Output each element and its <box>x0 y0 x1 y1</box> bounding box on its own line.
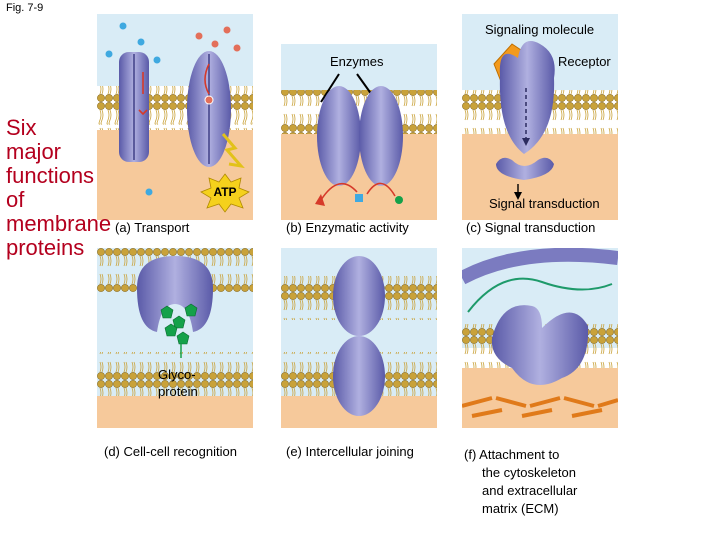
title-line: major <box>6 140 111 164</box>
transport-illustration: ATP <box>97 14 253 220</box>
substrate-square <box>355 194 363 202</box>
title-line: membrane <box>6 212 111 236</box>
panel-enzymatic <box>281 44 437 220</box>
product-molecule <box>395 196 403 204</box>
title-line: Six <box>6 116 111 140</box>
panel-signal <box>462 14 618 220</box>
title-line: proteins <box>6 236 111 260</box>
panel-transport: ATP <box>97 14 253 220</box>
atp-label: ATP <box>213 185 236 199</box>
signal-transduction-inner-label: Signal transduction <box>489 196 600 211</box>
signaling-molecule-label: Signaling molecule <box>485 22 594 37</box>
caption-attachment-line3: and extracellular <box>464 482 577 500</box>
enzyme-protein-right <box>359 86 403 186</box>
panel-attachment <box>462 248 618 428</box>
slide-title: Six major functions of membrane proteins <box>6 116 111 260</box>
receptor-label: Receptor <box>558 54 611 69</box>
caption-attachment-line4: matrix (ECM) <box>464 500 577 518</box>
title-line: functions <box>6 164 111 188</box>
caption-enzymatic: (b) Enzymatic activity <box>286 220 409 235</box>
enzyme-protein-left <box>317 86 361 186</box>
attachment-illustration <box>462 248 618 428</box>
panel-recognition <box>97 248 253 428</box>
junction-protein-lower <box>333 336 385 416</box>
caption-transport: (a) Transport <box>115 220 189 235</box>
panel-joining <box>281 248 437 428</box>
caption-recognition: (d) Cell-cell recognition <box>104 444 237 459</box>
caption-joining: (e) Intercellular joining <box>286 444 414 459</box>
signal-illustration <box>462 14 618 220</box>
glycoprotein-label-line2: protein <box>158 383 198 400</box>
caption-attachment-line1: (f) Attachment to <box>464 446 577 464</box>
joining-illustration <box>281 248 437 428</box>
caption-signal: (c) Signal transduction <box>466 220 595 235</box>
caption-attachment: (f) Attachment to the cytoskeleton and e… <box>464 446 577 518</box>
enzymes-label: Enzymes <box>330 54 383 69</box>
title-line: of <box>6 188 111 212</box>
junction-protein-upper <box>333 256 385 336</box>
figure-label: Fig. 7-9 <box>6 2 43 14</box>
recognition-illustration <box>97 248 253 428</box>
enzyme-illustration <box>281 44 437 220</box>
glycoprotein-label-line1: Glyco- <box>158 366 198 383</box>
glycoprotein-label: Glyco- protein <box>158 366 198 400</box>
caption-attachment-line2: the cytoskeleton <box>464 464 577 482</box>
